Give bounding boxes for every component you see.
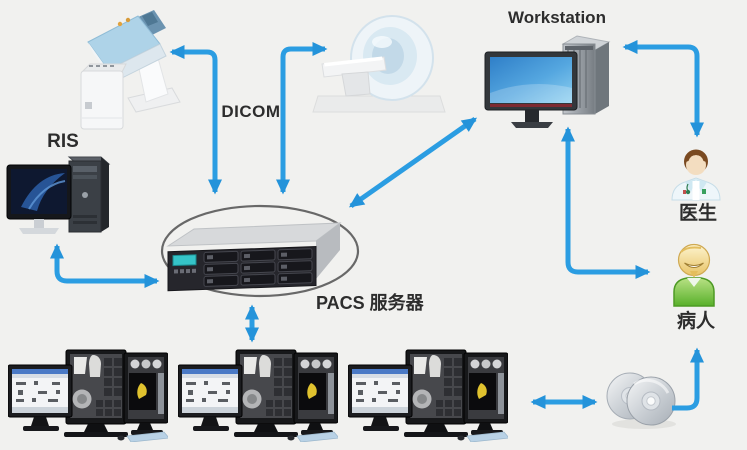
- arrow-pacs-workstation: [348, 116, 478, 209]
- doctor-icon: [671, 149, 721, 201]
- workstation-label: Workstation: [508, 8, 606, 27]
- viewing-workstation-3: [348, 349, 508, 442]
- doctor-label: 医生: [678, 203, 717, 224]
- arrow-workstation-patient: [561, 126, 651, 279]
- arrow-workstation-doctor: [622, 40, 704, 138]
- connection-arrows: [50, 40, 704, 411]
- arrow-ct-pacs: [276, 42, 328, 195]
- viewing-workstation-1: [8, 349, 168, 442]
- pacs-server-group: [160, 204, 360, 298]
- ris-computer-icon: [6, 156, 111, 234]
- arrow-ris-pacs: [50, 243, 160, 288]
- pacs-server-label: PACS 服务器: [316, 293, 424, 313]
- arrow-xray-pacs: [169, 45, 222, 195]
- ct-scanner-icon: [312, 15, 446, 113]
- arrow-cds-patient: [672, 347, 704, 411]
- pacs-ellipse: [160, 204, 360, 298]
- pacs-server-front: [167, 246, 317, 292]
- patient-label: 病人: [676, 311, 715, 332]
- dicom-label: DICOM: [221, 102, 281, 121]
- viewing-workstation-2: [178, 349, 338, 442]
- cd-media-icon: [606, 372, 676, 429]
- xray-control-box: [80, 63, 127, 130]
- xray-machine-icon: [80, 10, 181, 130]
- workstation-computer-icon: [484, 35, 611, 128]
- ris-label: RIS: [47, 131, 79, 152]
- patient-icon: [673, 243, 715, 307]
